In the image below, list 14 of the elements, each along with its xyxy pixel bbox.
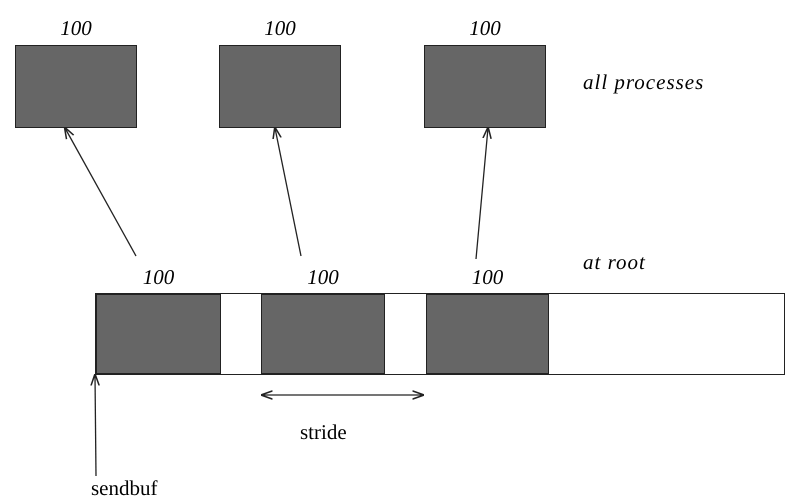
count-label: 100 [142,265,176,290]
arrow [64,126,137,256]
count-label: 100 [306,265,340,290]
annotation-label: at root [583,250,646,275]
buffer-name-label: sendbuf [91,476,158,500]
arrow [475,126,492,260]
count-label: 100 [470,265,504,290]
count-label: 100 [468,16,502,41]
count-label: 100 [263,16,297,41]
annotation-label: all processes [583,70,704,95]
arrow [90,373,100,476]
count-label: 100 [59,16,93,41]
annotation-label: stride [300,420,347,445]
arrow [272,126,302,256]
